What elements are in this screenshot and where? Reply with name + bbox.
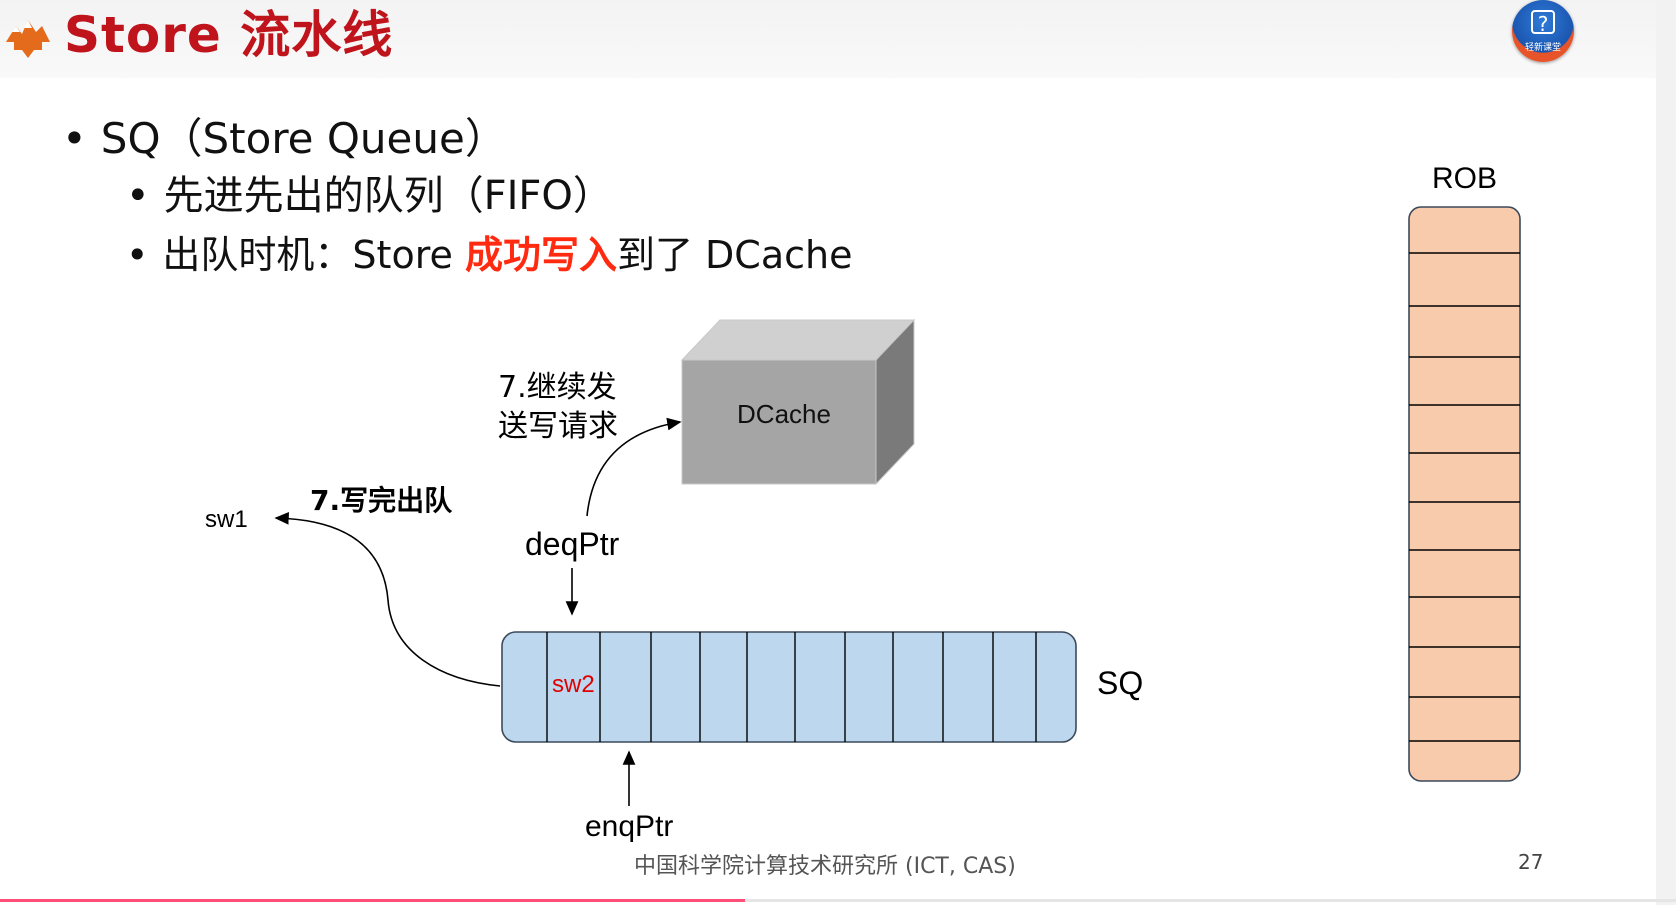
bullet-sq-text: SQ（Store Queue） bbox=[100, 114, 507, 163]
bullet-dequeue-timing: • 出队时机：Store 成功写入到了 DCache bbox=[126, 236, 852, 274]
bullet-fifo-text: 先进先出的队列（FIFO） bbox=[163, 173, 613, 219]
sq-cell-dividers bbox=[546, 632, 1037, 742]
slide-footer: 中国科学院计算技术研究所 (ICT, CAS) bbox=[634, 854, 1016, 879]
progress-bar bbox=[0, 899, 745, 902]
step-send-line2: 送写请求 bbox=[498, 409, 618, 444]
mountain-logo-icon bbox=[6, 20, 50, 58]
bullet-fifo: • 先进先出的队列（FIFO） bbox=[126, 176, 613, 216]
slide-header bbox=[0, 0, 1676, 78]
bullet-dot: • bbox=[126, 233, 149, 277]
deq-ptr-label: deqPtr bbox=[525, 526, 620, 562]
step-send-line1: 7.继续发 bbox=[498, 370, 617, 405]
bullet-dequeue-pre: 出队时机：Store bbox=[162, 233, 465, 277]
bullet-dequeue-post: 到了 DCache bbox=[616, 233, 853, 277]
bullet-dot: • bbox=[62, 114, 87, 163]
step-dequeue-label: 7.写完出队 bbox=[310, 484, 453, 517]
bullet-dequeue-emphasis: 成功写入 bbox=[464, 233, 617, 277]
rob-label: ROB bbox=[1432, 162, 1497, 195]
sq-label: SQ bbox=[1097, 665, 1143, 701]
bullet-dot: • bbox=[126, 173, 150, 219]
app-badge-button[interactable]: ? 轻新课堂 bbox=[1512, 0, 1574, 62]
page-number: 27 bbox=[1518, 850, 1544, 874]
rob-cell-dividers bbox=[1409, 252, 1520, 742]
question-edit-icon: ? bbox=[1531, 10, 1555, 36]
sw1-label: sw1 bbox=[205, 506, 248, 533]
enq-ptr-label: enqPtr bbox=[585, 810, 673, 843]
bullet-sq: •SQ（Store Queue） bbox=[62, 118, 507, 160]
rob-buffer bbox=[1408, 206, 1521, 782]
app-badge-label: 轻新课堂 bbox=[1524, 43, 1561, 53]
right-scroll-strip bbox=[1656, 0, 1676, 905]
send-request-arrow bbox=[586, 417, 682, 517]
slide-title: Store 流水线 bbox=[64, 6, 394, 64]
progress-track bbox=[0, 899, 1676, 902]
dcache-label: DCache bbox=[737, 399, 831, 429]
dcache-box: DCache bbox=[680, 318, 916, 486]
sq-queue: sw2 bbox=[501, 631, 1077, 743]
sw2-entry-label: sw2 bbox=[552, 671, 595, 698]
dequeue-arrow bbox=[274, 511, 501, 687]
